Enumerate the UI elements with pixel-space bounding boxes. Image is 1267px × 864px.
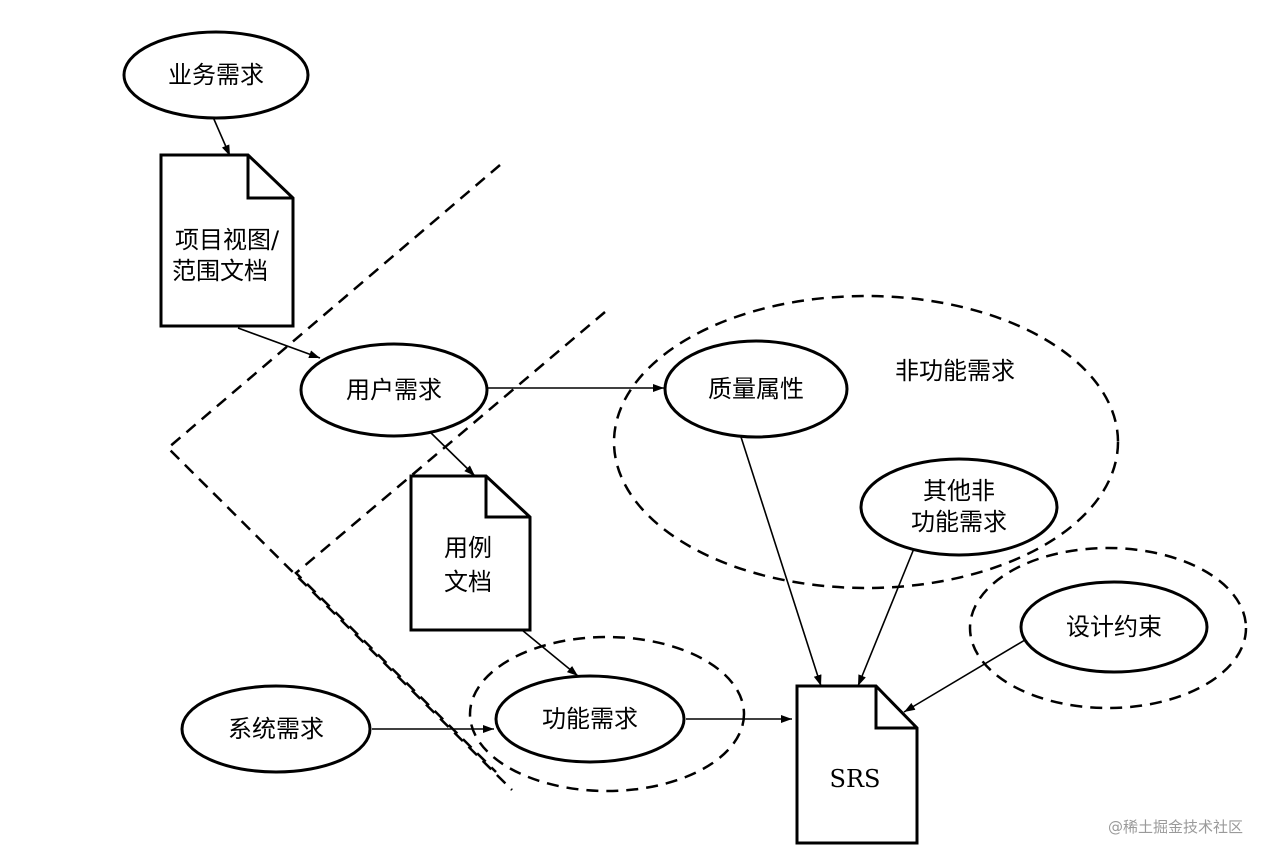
edge-quality-to-srs: [740, 436, 822, 687]
edges: [212, 116, 1031, 733]
business-req-node: [122, 30, 310, 120]
inner-level-boundary: [294, 311, 606, 773]
document-nodes: [159, 153, 919, 845]
usecase-doc-node: [409, 474, 532, 632]
usecase-doc-label-line1: 用例: [444, 534, 492, 562]
ellipse-nodes: [122, 30, 1209, 774]
usecase-doc-fold: [484, 476, 530, 519]
nonfunc-group-label: 非功能需求: [895, 357, 1015, 385]
functional-req-label: 功能需求: [542, 705, 638, 733]
watermark: @稀土掘金技术社区: [1108, 818, 1243, 836]
other-nonfunc-label-line2: 功能需求: [911, 508, 1007, 536]
srs-doc-node: [795, 684, 919, 845]
level-boundaries: [166, 164, 606, 791]
functional-group-outline: [468, 635, 746, 793]
other-nonfunc-label-line1: 其他非: [923, 477, 995, 505]
vision-doc-fold: [246, 155, 293, 200]
outer-level-boundary: [166, 164, 513, 791]
srs-label: SRS: [830, 765, 881, 793]
srs-doc-fold: [874, 686, 917, 730]
quality-attr-node: [663, 339, 849, 439]
user-req-label: 用户需求: [346, 376, 442, 404]
edge-business-to-vision: [212, 116, 231, 157]
functional-req-node: [494, 674, 686, 764]
labels: 业务需求 项目视图/ 范围文档 用户需求 用例 文档 质量属性 非功能需求 其他…: [168, 61, 1162, 793]
edge-constraint-to-srs: [903, 636, 1031, 713]
other-nonfunc-node: [859, 457, 1059, 557]
vision-doc-label-line2: 范围文档: [172, 257, 268, 285]
vision-doc-label-line1: 项目视图/: [175, 226, 280, 254]
design-constraint-node: [1019, 580, 1209, 674]
nonfunctional-group-outline: [612, 294, 1120, 590]
edge-usecase-to-functional: [521, 629, 579, 677]
system-req-node: [180, 684, 372, 774]
edge-othernonfunc-to-srs: [857, 545, 916, 687]
business-req-label: 业务需求: [168, 61, 264, 89]
quality-attr-label: 质量属性: [708, 375, 804, 403]
edge-vision-to-user: [237, 327, 321, 359]
group-outlines: [468, 294, 1248, 793]
user-req-node: [299, 342, 489, 438]
design-constraint-label: 设计约束: [1066, 613, 1162, 641]
design-constraint-group-outline: [968, 546, 1248, 710]
edge-user-to-usecase: [429, 431, 476, 477]
system-req-label: 系统需求: [228, 715, 324, 743]
usecase-doc-label-line2: 文档: [444, 568, 492, 596]
